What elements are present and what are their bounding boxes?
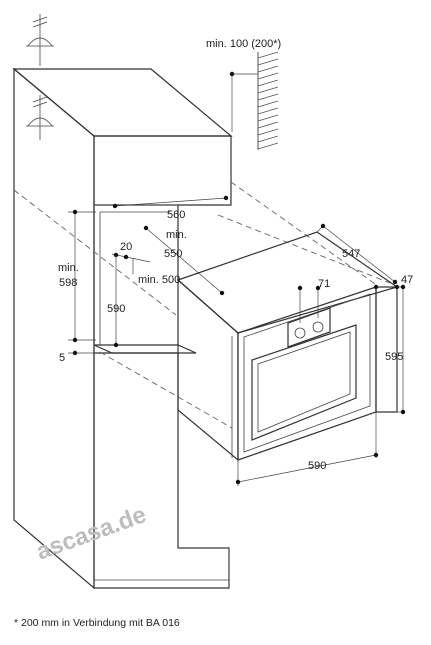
- label-niche-width: 560: [167, 209, 185, 221]
- label-oven-height: 595: [385, 351, 403, 363]
- wall-hatch: [257, 51, 279, 150]
- vent-clearance-dimension: [229, 71, 258, 132]
- label-niche-590: 590: [107, 303, 125, 315]
- label-niche-height: 598: [59, 277, 77, 289]
- label-opening-min: min. 500: [138, 274, 180, 286]
- oven: [176, 231, 399, 462]
- niche-dimensions: [68, 195, 229, 356]
- vent-symbol-top: [26, 14, 54, 66]
- hidden-lines: [13, 181, 391, 429]
- label-vent-min: min. 100 (200*): [206, 38, 281, 50]
- label-gap-20: 20: [120, 241, 132, 253]
- label-bottom-5: 5: [59, 352, 65, 364]
- label-handle-71: 71: [318, 278, 330, 290]
- label-oven-depth: 547: [342, 248, 360, 260]
- vent-symbol-side: [26, 95, 54, 140]
- watermark: ascasa.de: [33, 501, 150, 566]
- label-niche-depth-min: min.: [166, 229, 187, 241]
- label-niche-depth: 550: [164, 248, 182, 260]
- oven-dimensions: [235, 223, 406, 486]
- label-panel-47: 47: [401, 274, 413, 286]
- footnote: * 200 mm in Verbindung mit BA 016: [14, 617, 180, 629]
- label-oven-width: 590: [308, 460, 326, 472]
- label-niche-height-min: min.: [58, 262, 79, 274]
